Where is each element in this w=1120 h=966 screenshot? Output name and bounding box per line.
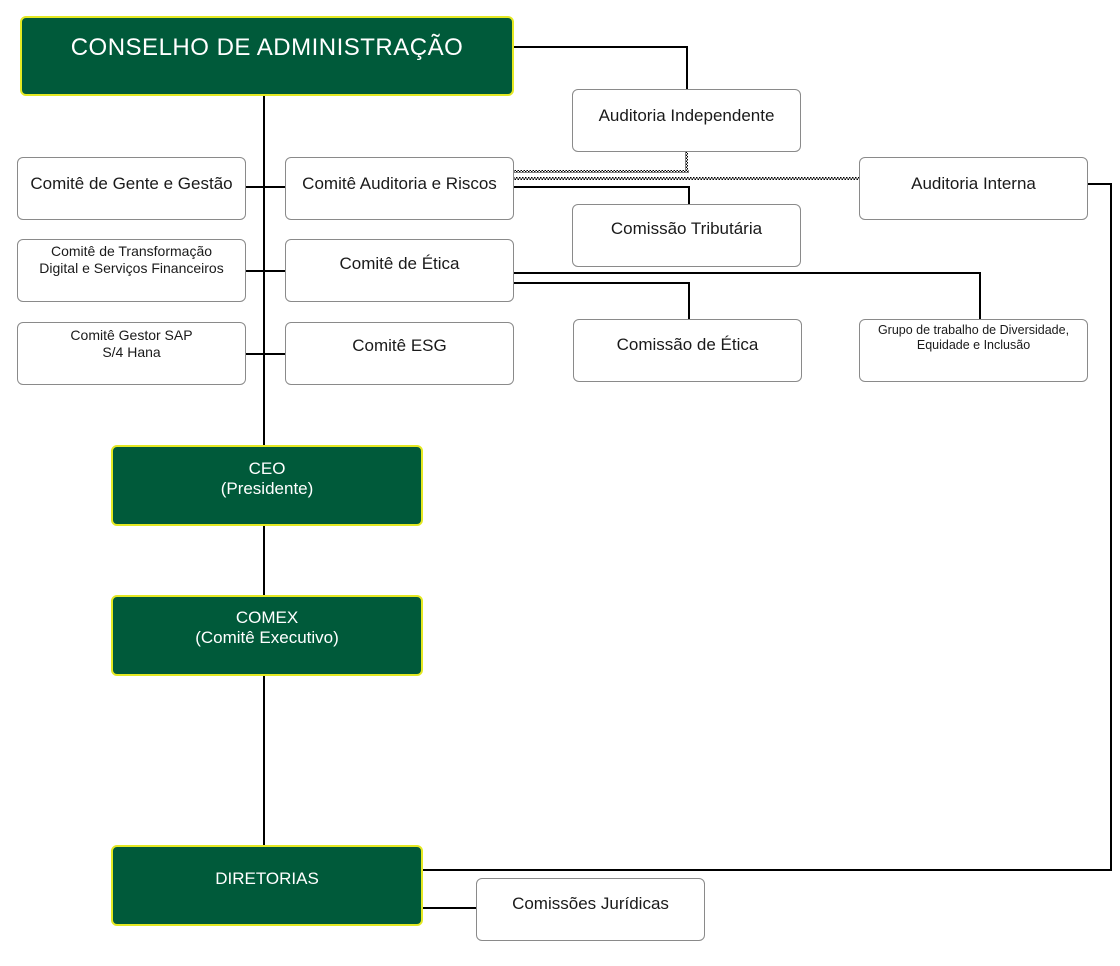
comex-box: COMEX (Comitê Executivo) — [111, 595, 423, 676]
dotted-link-auditoria-interna — [514, 177, 860, 180]
comissao-tributaria-label: Comissão Tributária — [610, 219, 763, 238]
auditoria-tributaria-line — [514, 186, 690, 204]
comite-auditoria-riscos-box: Comitê Auditoria e Riscos — [285, 157, 514, 220]
grupo-diversidade-box: Grupo de trabalho de Diversidade, Equida… — [859, 319, 1088, 382]
conselho-box: CONSELHO DE ADMINISTRAÇÃO — [20, 16, 514, 96]
comite-gestor-sap-box: Comitê Gestor SAP S/4 Hana — [17, 322, 246, 385]
comite-auditoria-riscos-label: Comitê Auditoria e Riscos — [302, 174, 497, 193]
auditoria-interna-box: Auditoria Interna — [859, 157, 1088, 220]
comite-gestor-sap-line2: S/4 Hana — [102, 343, 161, 360]
diretorias-auditoria-interna-line — [423, 183, 1112, 871]
comissao-etica-box: Comissão de Ética — [573, 319, 802, 382]
comite-esg-box: Comitê ESG — [285, 322, 514, 385]
comite-etica-box: Comitê de Ética — [285, 239, 514, 302]
grupo-diversidade-line2: Equidade e Inclusão — [916, 338, 1031, 352]
etica-comissao-line — [514, 282, 690, 319]
comissao-etica-label: Comissão de Ética — [616, 335, 759, 354]
comite-gente-gestao-box: Comitê de Gente e Gestão — [17, 157, 246, 220]
comite-gente-gestao-label: Comitê de Gente e Gestão — [30, 174, 233, 193]
comite-esg-label: Comitê ESG — [352, 336, 447, 355]
conselho-auditoria-independente-line — [514, 46, 688, 89]
comite-gestor-sap-line1: Comitê Gestor SAP — [70, 327, 193, 343]
diretorias-box: DIRETORIAS — [111, 845, 423, 926]
conselho-label: CONSELHO DE ADMINISTRAÇÃO — [70, 34, 464, 61]
comite-transformacao-line1: Comitê de Transformação — [50, 243, 213, 259]
ceo-box: CEO (Presidente) — [111, 445, 423, 526]
auditoria-independente-label: Auditoria Independente — [598, 106, 775, 125]
comex-line1: COMEX — [235, 608, 299, 627]
comissoes-juridicas-box: Comissões Jurídicas — [476, 878, 705, 941]
comite-transformacao-box: Comitê de Transformação Digital e Serviç… — [17, 239, 246, 302]
comite-etica-label: Comitê de Ética — [339, 254, 460, 273]
auditoria-interna-label: Auditoria Interna — [911, 174, 1036, 193]
comissao-tributaria-box: Comissão Tributária — [572, 204, 801, 267]
comissoes-juridicas-label: Comissões Jurídicas — [512, 894, 669, 913]
comex-line2: (Comitê Executivo) — [195, 628, 339, 648]
dotted-link-vertical — [685, 152, 688, 172]
ceo-line2: (Presidente) — [220, 479, 314, 499]
grupo-diversidade-line1: Grupo de trabalho de Diversidade, — [877, 323, 1070, 337]
etica-diversidade-line — [514, 272, 981, 319]
auditoria-independente-box: Auditoria Independente — [572, 89, 801, 152]
dotted-link-auditoria-independente — [514, 170, 689, 173]
comite-transformacao-line2: Digital e Serviços Financeiros — [39, 259, 224, 276]
diretorias-label: DIRETORIAS — [215, 869, 319, 888]
ceo-line1: CEO — [248, 459, 286, 478]
